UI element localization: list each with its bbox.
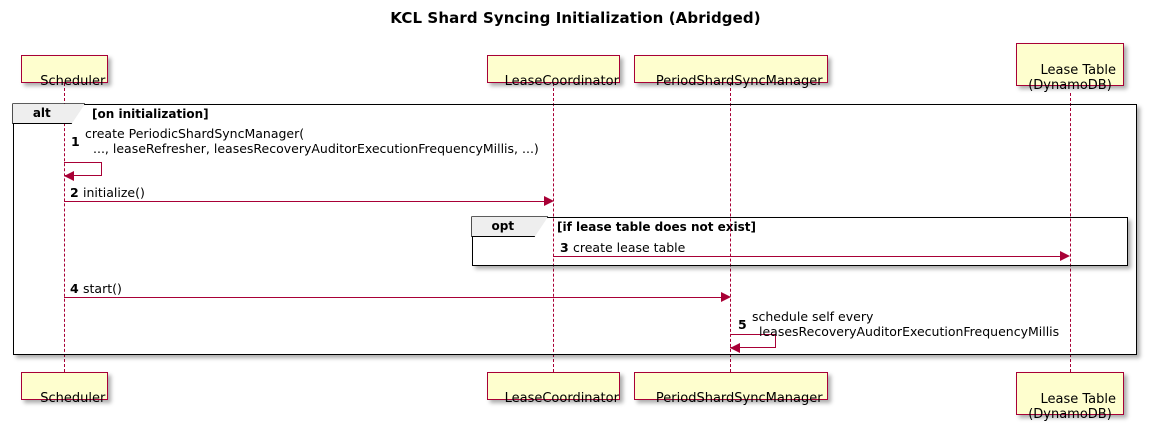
fragment-operator-label: alt: [32, 106, 51, 121]
lifeline-period-shard-sync-manager: [730, 83, 731, 372]
fragment-alt-guard: [on initialization]: [92, 107, 209, 121]
fragment-operator-label: opt: [491, 219, 515, 234]
message-4-arrow-head: [721, 292, 731, 302]
message-5-text-line1: schedule self every: [752, 309, 874, 324]
message-2-line: [64, 201, 546, 202]
message-2-number: 2: [70, 185, 79, 200]
message-1-text-line1: create PeriodicShardSyncManager(: [85, 126, 305, 141]
fragment-opt-guard: [if lease table does not exist]: [557, 220, 757, 234]
participant-label: Scheduler: [40, 74, 106, 89]
participant-lease-coordinator-top[interactable]: LeaseCoordinator: [487, 55, 620, 89]
participant-label: Scheduler: [40, 391, 106, 406]
message-5-number: 5: [738, 317, 747, 332]
message-3-line: [553, 256, 1062, 257]
message-5-arrow-head: [730, 343, 740, 353]
message-2-arrow-head: [544, 196, 554, 206]
participant-lease-table-bottom[interactable]: Lease Table (DynamoDB): [1016, 372, 1124, 422]
participant-lease-coordinator-bottom[interactable]: LeaseCoordinator: [487, 372, 620, 406]
participant-label: LeaseCoordinator: [504, 74, 619, 89]
participant-scheduler-top[interactable]: Scheduler: [21, 55, 108, 89]
participant-label: PeriodShardSyncManager: [655, 74, 823, 89]
participant-lease-table-top[interactable]: Lease Table (DynamoDB): [1016, 43, 1124, 93]
diagram-title: KCL Shard Syncing Initialization (Abridg…: [390, 9, 761, 27]
message-4-line: [64, 297, 723, 298]
message-4-number: 4: [70, 281, 79, 296]
message-4-text: start(): [83, 281, 122, 296]
message-3-arrow-head: [1060, 251, 1070, 261]
participant-label: LeaseCoordinator: [504, 391, 619, 406]
message-1-number: 1: [71, 134, 80, 149]
message-5-text-line2: leasesRecoveryAuditorExecutionFrequencyM…: [759, 324, 1060, 339]
participant-scheduler-bottom[interactable]: Scheduler: [21, 372, 108, 406]
participant-period-shard-sync-manager-bottom[interactable]: PeriodShardSyncManager: [634, 372, 828, 406]
message-3-text: create lease table: [573, 240, 686, 255]
message-1-arrow-head: [64, 171, 74, 181]
lifeline-lease-coordinator: [553, 83, 554, 372]
message-2-text: initialize(): [83, 185, 145, 200]
participant-period-shard-sync-manager-top[interactable]: PeriodShardSyncManager: [634, 55, 828, 89]
participant-label: Lease Table (DynamoDB): [1028, 392, 1117, 422]
participant-label: PeriodShardSyncManager: [655, 391, 823, 406]
message-1-text-line2: ..., leaseRefresher, leasesRecoveryAudit…: [93, 141, 539, 156]
fragment-alt-operator-tab: alt: [12, 103, 85, 124]
fragment-opt: opt: [472, 217, 1128, 266]
message-1-self-loop: [64, 162, 102, 176]
fragment-alt: alt: [13, 104, 1137, 355]
message-5-self-loop: [730, 334, 776, 348]
participant-label: Lease Table (DynamoDB): [1028, 63, 1117, 93]
lifeline-scheduler: [64, 83, 65, 372]
lifeline-lease-table: [1070, 93, 1071, 372]
message-3-number: 3: [560, 240, 569, 255]
fragment-opt-operator-tab: opt: [471, 216, 548, 237]
